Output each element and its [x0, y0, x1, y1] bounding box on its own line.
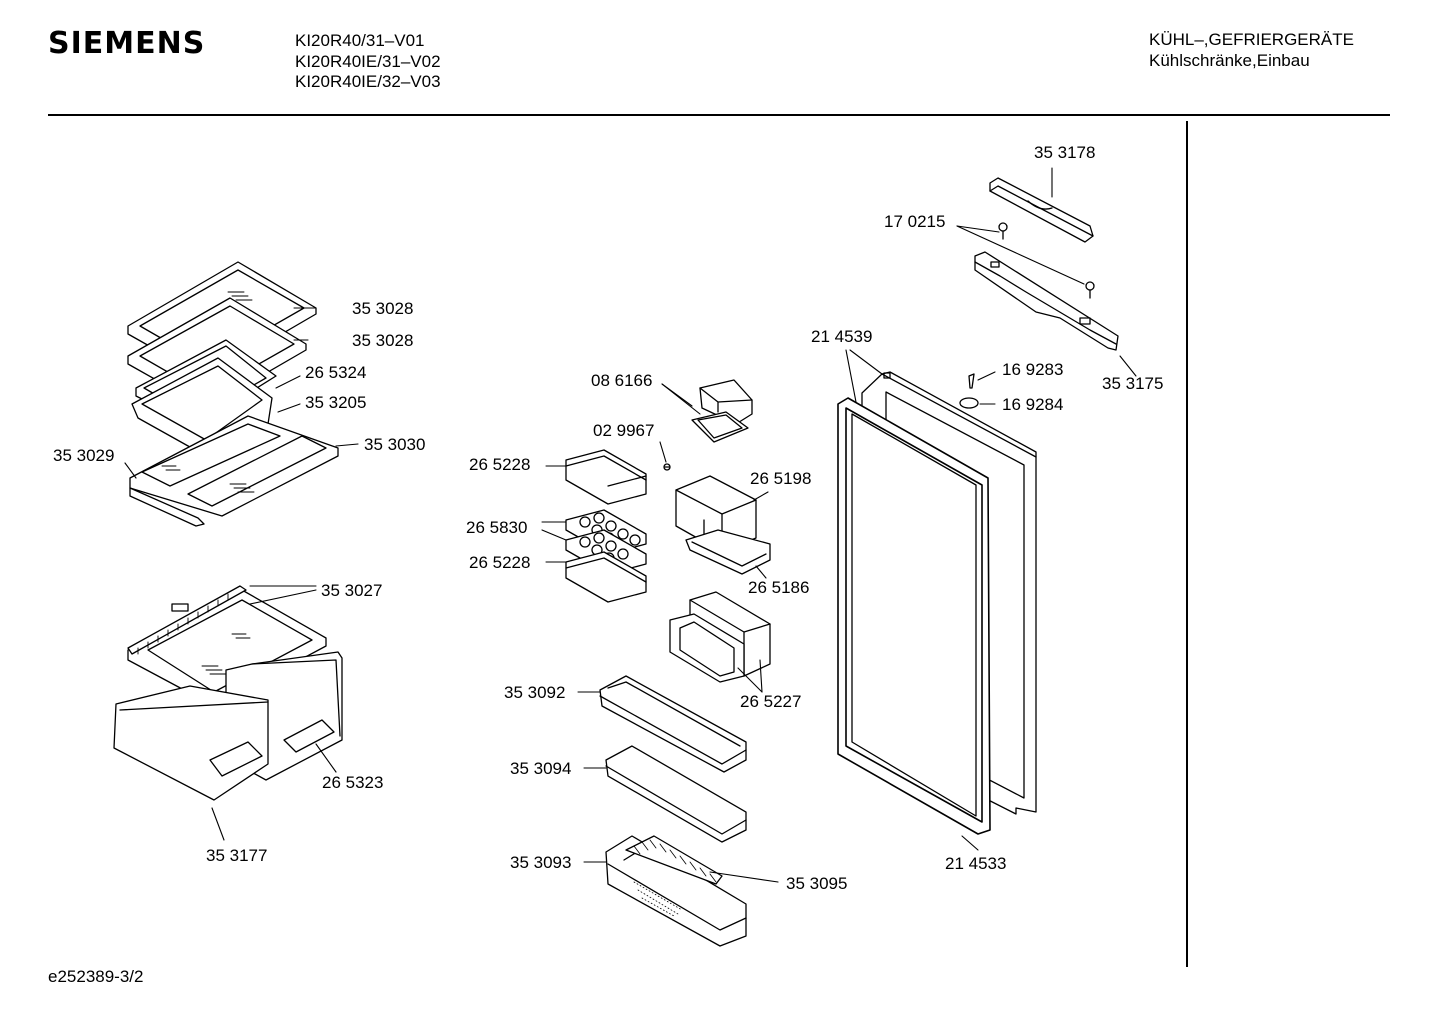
- model-list: KI20R40/31–V01 KI20R40IE/31–V02 KI20R40I…: [295, 31, 441, 93]
- part-number-label: 35 3205: [305, 393, 366, 412]
- egg-tray-part: [566, 530, 646, 574]
- part-number-label: 35 3095: [786, 874, 847, 893]
- part-number-label: 35 3027: [321, 581, 382, 600]
- butter-box-part: [700, 380, 752, 424]
- door-shelf-part: [600, 676, 746, 772]
- part-number-label: 35 3175: [1102, 374, 1163, 393]
- part-number-label: 17 0215: [884, 212, 945, 231]
- clip-part: [172, 604, 188, 611]
- part-number-label: 35 3178: [1034, 143, 1095, 162]
- category-block: KÜHL–,GEFRIERGERÄTE Kühlschränke,Einbau: [1149, 30, 1354, 71]
- side-divider: [1186, 121, 1188, 967]
- part-number-label: 35 3092: [504, 683, 565, 702]
- part-number-label: 35 3177: [206, 846, 267, 865]
- part-number-label: 35 3094: [510, 759, 571, 778]
- screw-part: [999, 223, 1007, 239]
- part-number-label: 35 3029: [53, 446, 114, 465]
- part-number-label: 16 9283: [1002, 360, 1063, 379]
- part-number-label: 26 5227: [740, 692, 801, 711]
- cap-part: [960, 398, 978, 408]
- part-number-label: 08 6166: [591, 371, 652, 390]
- small-door-bin-part: [566, 552, 646, 602]
- shelf-grille-part: [626, 836, 722, 884]
- category-subtitle: Kühlschränke,Einbau: [1149, 50, 1310, 70]
- butter-box-lid-part: [692, 412, 748, 442]
- part-number-label: 02 9967: [593, 421, 654, 440]
- screw-part: [664, 464, 670, 470]
- header-divider: [48, 114, 1390, 116]
- door-shelf-part: [606, 746, 746, 842]
- part-number-label: 26 5228: [469, 553, 530, 572]
- part-number-label: 26 5324: [305, 363, 366, 382]
- shelf-trim-part: [130, 488, 204, 526]
- part-number-label: 16 9284: [1002, 395, 1063, 414]
- part-number-label: 26 5830: [466, 518, 527, 537]
- part-number-label: 35 3028: [352, 331, 413, 350]
- hinge-bracket-part: [975, 252, 1118, 350]
- part-number-label: 35 3093: [510, 853, 571, 872]
- part-number-label: 35 3030: [364, 435, 425, 454]
- model-number: KI20R40IE/31–V02: [295, 51, 441, 71]
- small-door-bin-part: [566, 450, 646, 504]
- small-screw-part: [969, 374, 974, 388]
- part-number-label: 26 5198: [750, 469, 811, 488]
- document-id: e252389-3/2: [48, 967, 144, 986]
- door-box-tray-part: [686, 530, 770, 574]
- part-number-label: 26 5186: [748, 578, 809, 597]
- handle-cover-part: [990, 178, 1093, 242]
- crisper-glass-shelf-part: [128, 590, 326, 706]
- vegetable-bin-part: [114, 686, 268, 800]
- brand-logo: SIEMENS: [48, 26, 206, 61]
- category-title: KÜHL–,GEFRIERGERÄTE: [1149, 30, 1354, 49]
- part-number-label: 21 4539: [811, 327, 872, 346]
- part-number-label: 26 5228: [469, 455, 530, 474]
- model-number: KI20R40IE/32–V03: [295, 72, 441, 91]
- glass-shelf-rail-part: [128, 586, 246, 654]
- part-number-label: 26 5323: [322, 773, 383, 792]
- part-number-label: 21 4533: [945, 854, 1006, 873]
- door-box-part: [676, 476, 756, 552]
- bottle-holder-front-part: [670, 614, 744, 682]
- model-number: KI20R40/31–V01: [295, 31, 425, 50]
- screw-part: [1086, 282, 1094, 298]
- door-gasket-part: [838, 398, 990, 834]
- part-number-label: 35 3028: [352, 299, 413, 318]
